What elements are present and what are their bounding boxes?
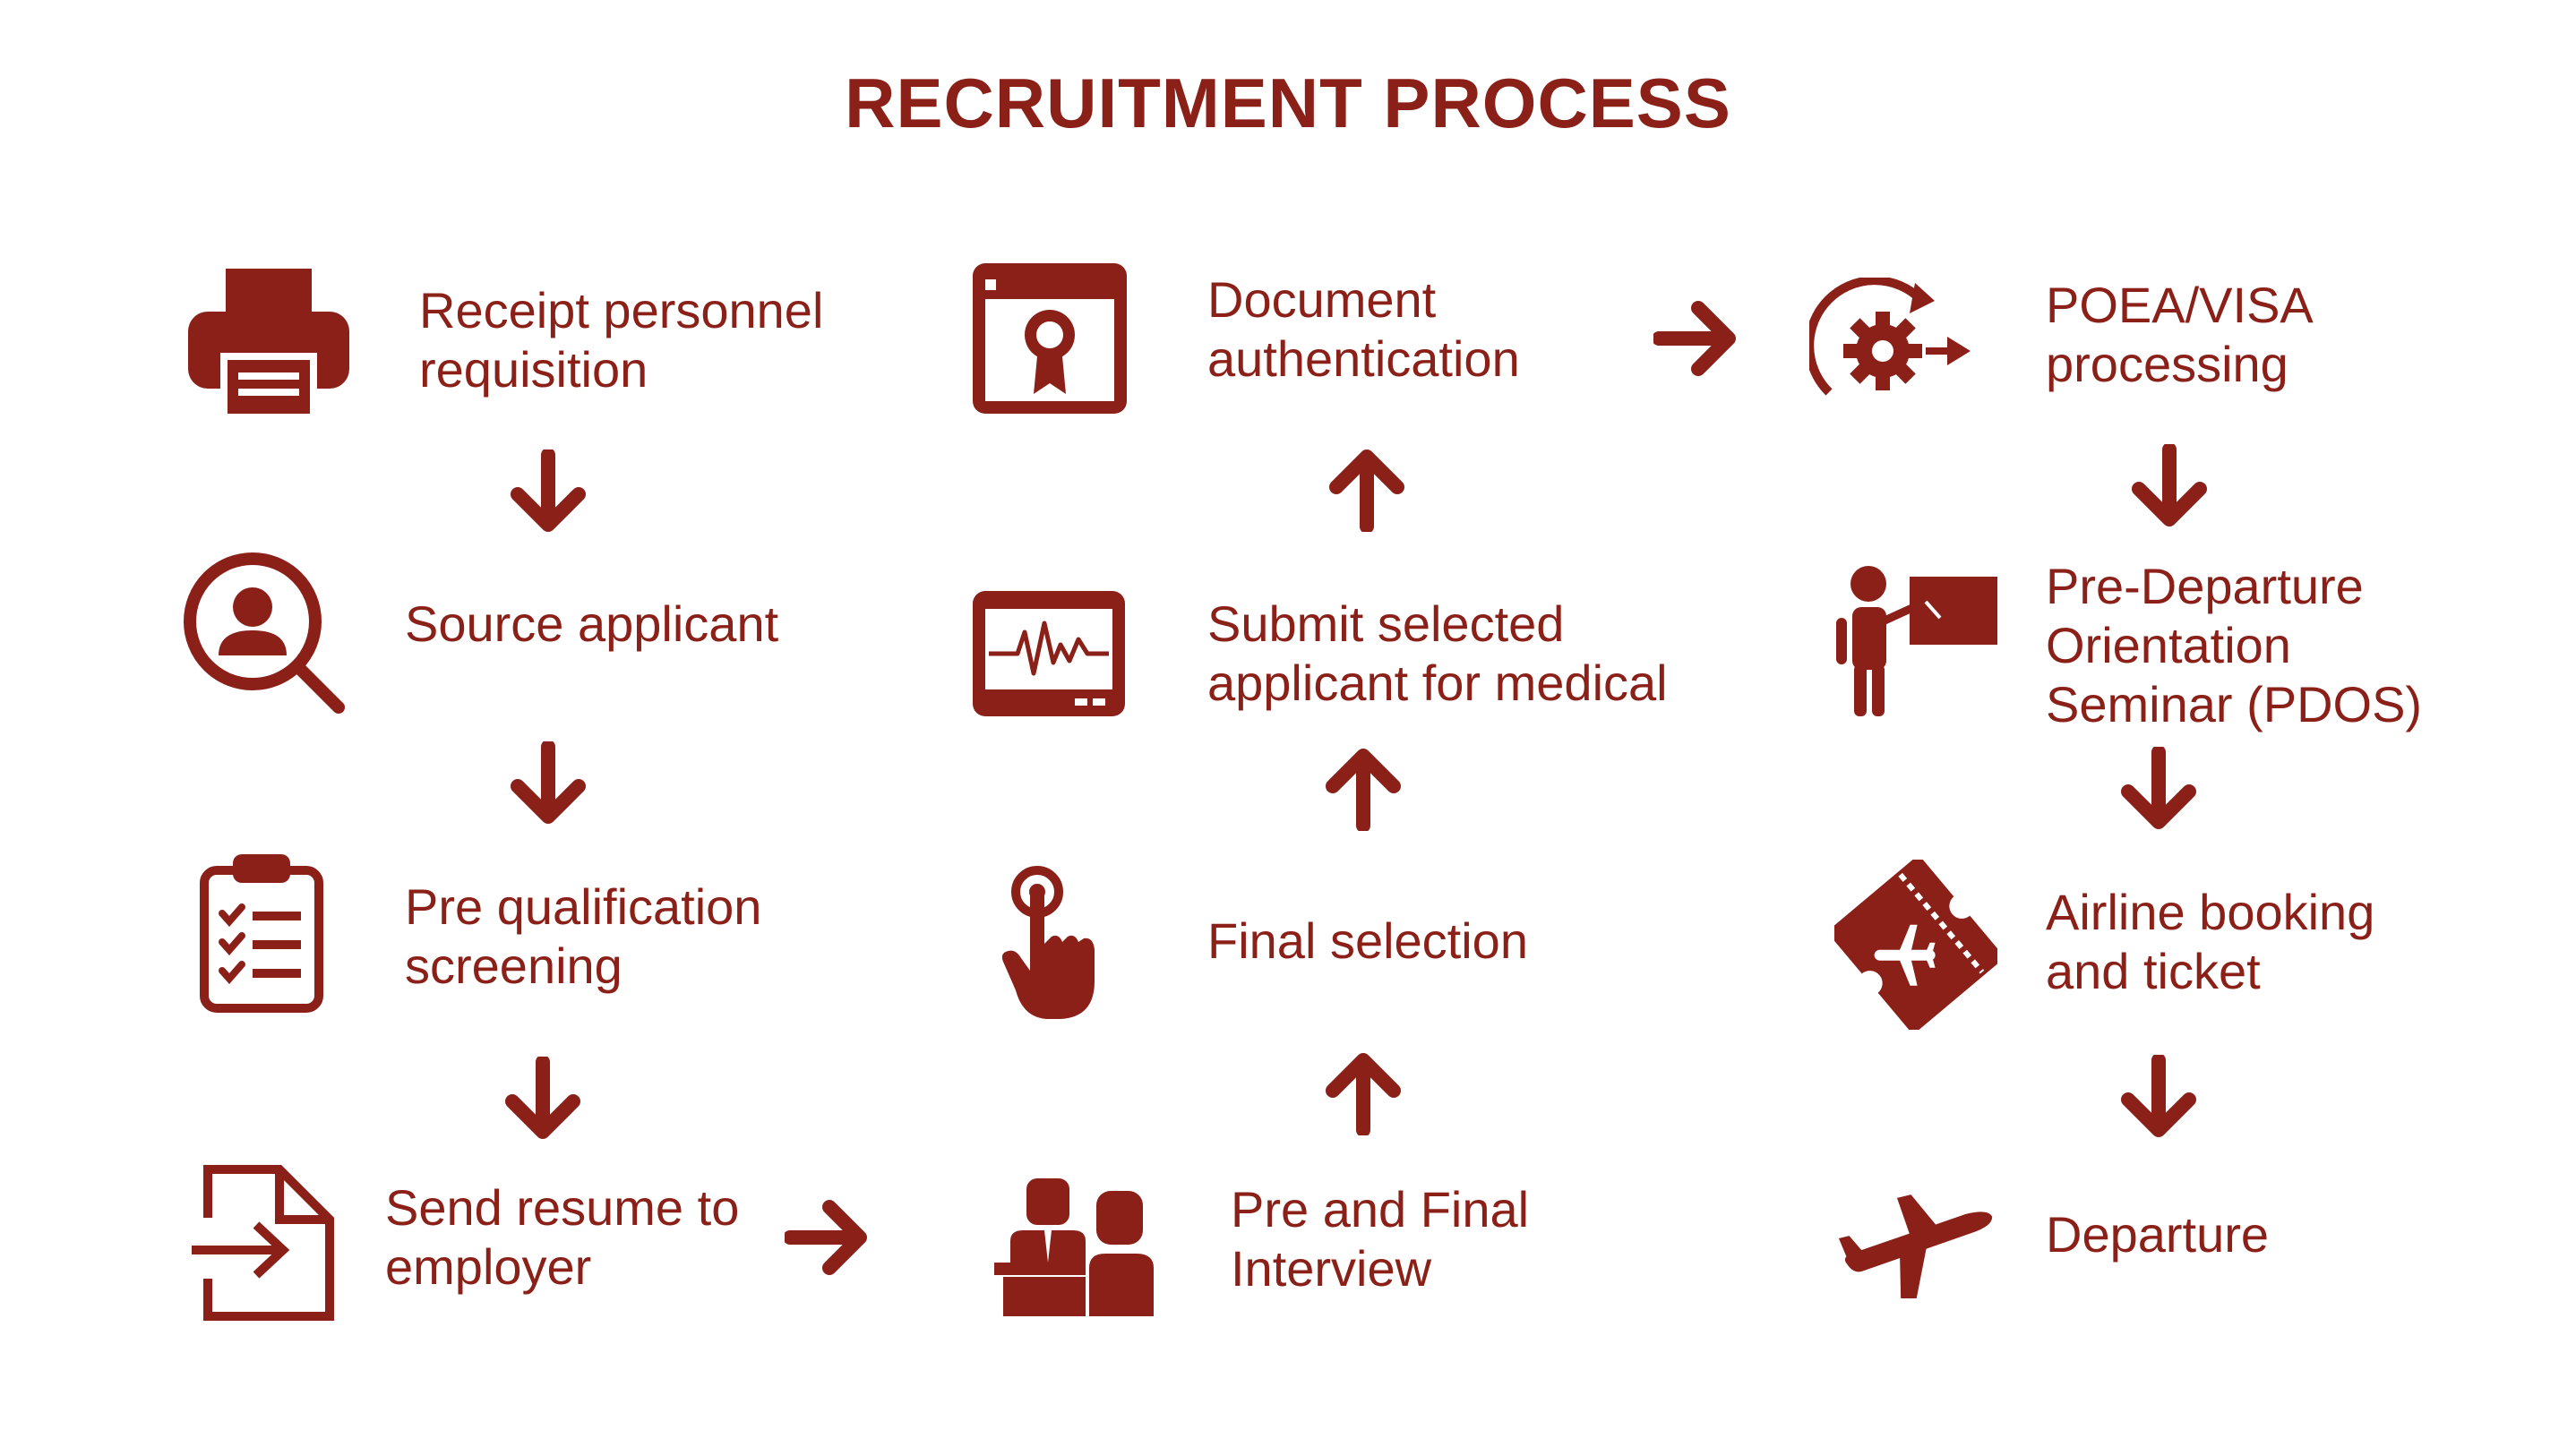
step-label-source-applicant: Source applicant <box>405 595 779 652</box>
touch-select-icon <box>998 865 1103 1023</box>
medical-monitor-icon <box>969 587 1129 720</box>
search-person-icon <box>181 550 348 716</box>
presentation-icon <box>1836 564 1997 718</box>
down-arrow-icon <box>2126 444 2212 530</box>
gear-process-icon <box>1809 278 1972 399</box>
certificate-icon <box>969 260 1130 417</box>
printer-icon <box>188 267 349 419</box>
airplane-icon <box>1836 1182 1997 1298</box>
right-arrow-icon <box>1653 295 1739 381</box>
up-arrow-icon <box>1320 1049 1406 1135</box>
send-file-icon <box>190 1164 335 1322</box>
up-arrow-icon <box>1324 446 1410 532</box>
plane-ticket-icon <box>1834 860 1997 1030</box>
down-arrow-icon <box>505 741 591 827</box>
down-arrow-icon <box>2116 747 2202 833</box>
down-arrow-icon <box>505 450 591 535</box>
step-label-final-selection: Final selection <box>1207 912 1528 969</box>
checklist-clipboard-icon <box>199 851 324 1014</box>
interview-icon <box>994 1175 1155 1318</box>
right-arrow-icon <box>785 1194 871 1280</box>
page-title: RECRUITMENT PROCESS <box>845 64 1731 142</box>
step-label-departure: Departure <box>2046 1206 2270 1263</box>
down-arrow-icon <box>500 1057 586 1143</box>
down-arrow-icon <box>2116 1055 2202 1141</box>
up-arrow-icon <box>1320 745 1406 831</box>
